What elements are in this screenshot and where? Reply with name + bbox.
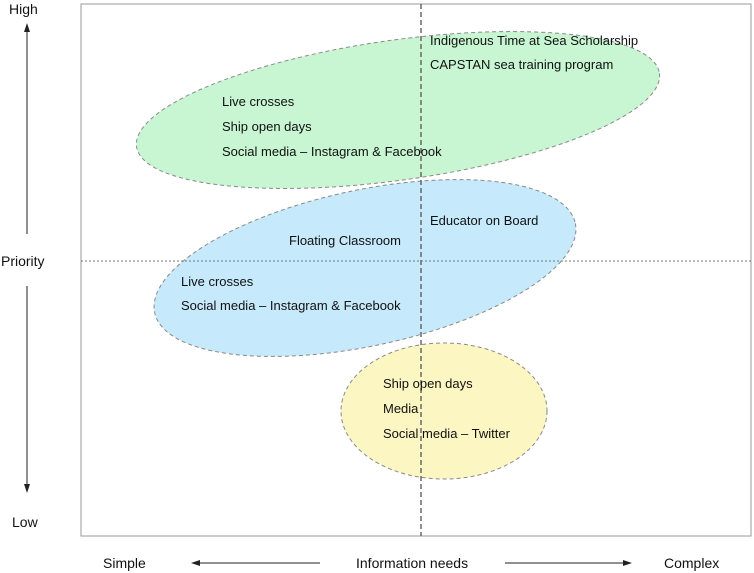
chart-frame [80, 3, 752, 537]
green-item-capstan: CAPSTAN sea training program [430, 57, 613, 72]
priority-up-arrowhead [24, 23, 30, 32]
y-axis-title: Priority [1, 253, 45, 269]
green-item-ship-open-days: Ship open days [222, 119, 312, 134]
yellow-item-media: Media [383, 401, 419, 416]
green-group-ellipse [135, 31, 661, 189]
blue-item-live-crosses: Live crosses [181, 274, 254, 289]
info-right-arrowhead [623, 560, 632, 566]
yellow-group-ellipse [340, 342, 548, 480]
x-axis-high-label: Complex [664, 555, 719, 571]
blue-item-social-media: Social media – Instagram & Facebook [181, 298, 401, 313]
y-axis-low-label: Low [12, 514, 39, 530]
blue-item-educator-on-board: Educator on Board [430, 213, 538, 228]
x-axis-title: Information needs [356, 555, 468, 571]
green-item-social-media: Social media – Instagram & Facebook [222, 144, 442, 159]
yellow-item-social-media-twitter: Social media – Twitter [383, 426, 511, 441]
green-item-time-at-sea: Indigenous Time at Sea Scholarship [430, 33, 638, 48]
y-axis-high-label: High [9, 1, 38, 17]
priority-down-arrowhead [24, 484, 30, 493]
info-left-arrowhead [191, 560, 200, 566]
blue-group-ellipse [153, 179, 577, 357]
x-axis-low-label: Simple [103, 555, 146, 571]
yellow-item-ship-open-days: Ship open days [383, 376, 473, 391]
green-item-live-crosses: Live crosses [222, 94, 295, 109]
blue-item-floating-classroom: Floating Classroom [289, 233, 401, 248]
